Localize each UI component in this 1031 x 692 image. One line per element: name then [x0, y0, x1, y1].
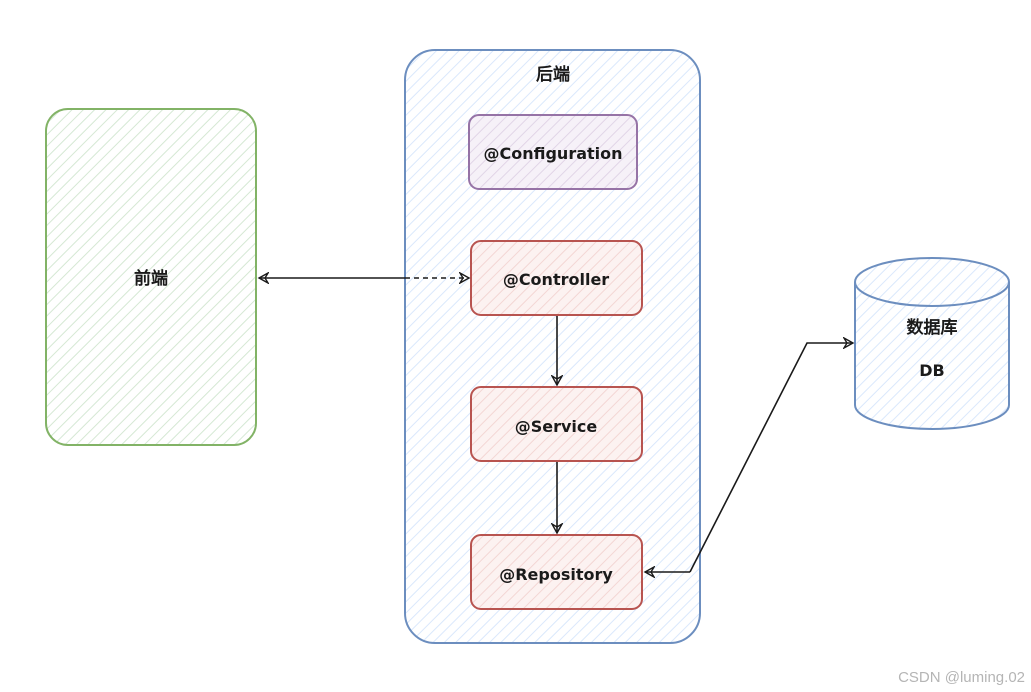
edge-database-segment	[689, 343, 853, 573]
configuration-label: @Configuration	[483, 144, 622, 163]
database-sublabel: DB	[919, 361, 944, 380]
configuration-node[interactable]: @Configuration	[468, 114, 638, 190]
service-node[interactable]: @Service	[470, 386, 643, 462]
backend-container[interactable]: 后端	[404, 49, 701, 644]
edge-repository-database	[645, 343, 853, 572]
backend-label: 后端	[536, 64, 570, 85]
frontend-node[interactable]: 前端	[45, 108, 257, 446]
repository-node[interactable]: @Repository	[470, 534, 643, 610]
database-node[interactable]: 数据库 DB	[854, 257, 1010, 430]
watermark: CSDN @luming.02	[898, 669, 1025, 686]
controller-label: @Controller	[503, 270, 609, 289]
database-label: 数据库	[907, 317, 958, 338]
controller-node[interactable]: @Controller	[470, 240, 643, 316]
frontend-label: 前端	[134, 268, 168, 289]
service-label: @Service	[515, 417, 598, 436]
repository-label: @Repository	[499, 565, 613, 584]
